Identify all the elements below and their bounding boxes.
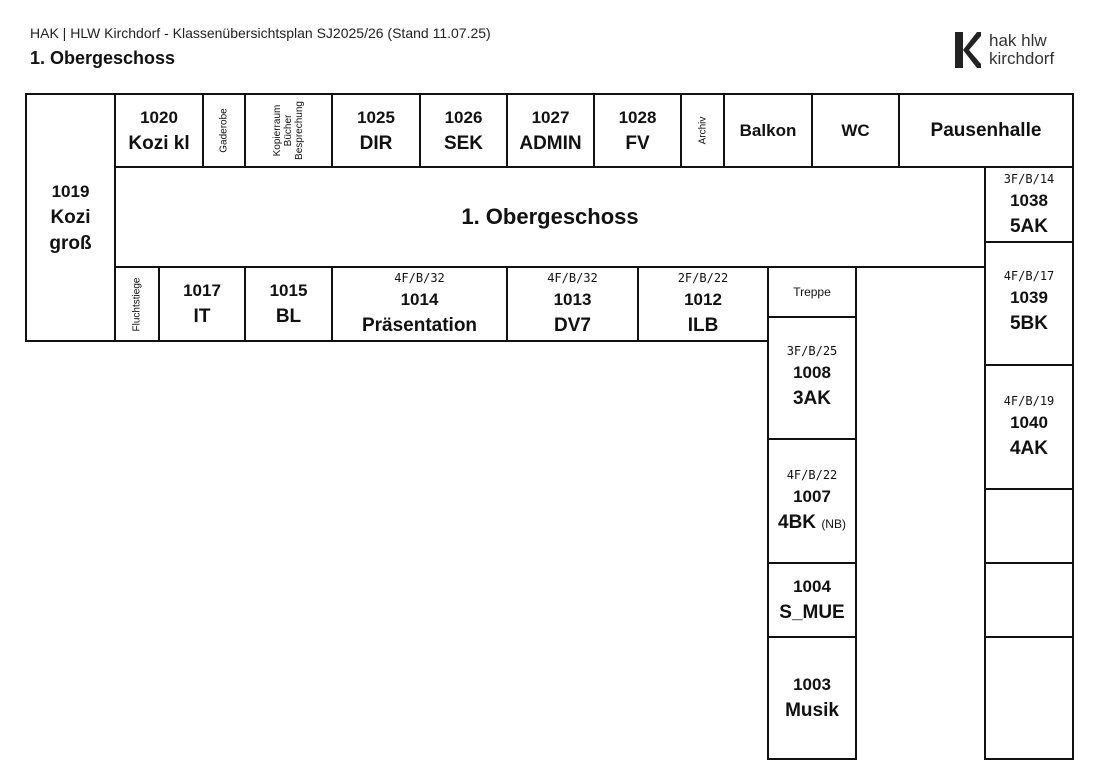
room-archiv: Archiv [680,93,725,168]
room-name: WC [841,120,870,140]
room-number: 1040 [1010,413,1048,432]
room-name-line3: Besprechung [294,101,305,160]
room-number: 1017 [183,281,221,300]
room-1019: 1019 Kozi groß [25,93,116,342]
room-name: Pausenhalle [930,119,1042,141]
room-1008: 3F/B/25 1008 3AK [767,316,857,440]
k-logo-icon [955,32,981,68]
room-name: 4BK [778,511,817,533]
corridor: 1. Obergeschoss [114,166,986,268]
room-note: (NB) [821,516,846,531]
room-1020: 1020 Kozi kl [114,93,204,168]
room-number: 1020 [140,107,178,127]
room-name: Archiv [696,116,708,145]
room-number: 1025 [357,107,395,127]
room-name: S_MUE [779,602,845,623]
room-1039: 4F/B/17 1039 5BK [984,241,1074,366]
room-empty [984,636,1074,760]
room-1038: 3F/B/14 1038 5AK [984,166,1074,243]
room-code: 4F/B/32 [547,271,598,285]
logo-text-line1: hak hlw [989,31,1047,50]
room-1014: 4F/B/32 1014 Präsentation [331,266,508,342]
room-name: IT [193,306,211,327]
room-number: 1014 [400,290,439,309]
room-name: 5BK [1009,313,1048,334]
room-name: Kozi kl [128,132,190,154]
room-name: Präsentation [361,315,478,336]
room-number: 1039 [1010,288,1048,307]
room-name: Fluchtstiege [131,277,143,331]
room-number: 1027 [531,107,570,127]
corridor-label: 1. Obergeschoss [461,204,639,229]
room-code: 4F/B/32 [394,271,445,285]
room-name: Balkon [739,120,797,140]
room-1007: 4F/B/22 1007 4BK (NB) [767,438,857,564]
room-number: 1013 [553,290,592,309]
room-pausenhalle: Pausenhalle [898,93,1074,168]
room-fluchtstiege: Fluchtstiege [114,266,160,342]
room-code: 4F/B/22 [786,467,838,482]
room-number: 1008 [793,363,831,382]
room-number: 1028 [618,107,657,127]
room-name-2: groß [49,232,92,254]
room-number: 1026 [444,107,483,127]
room-name: BL [275,306,302,327]
document-title: 1. Obergeschoss [30,48,176,68]
room-name-with-note: 4BK (NB) [778,510,846,537]
room-name-line2: Bücher [283,114,294,147]
room-1013: 4F/B/32 1013 DV7 [506,266,639,342]
room-1004: 1004 S_MUE [767,562,857,638]
room-1003: 1003 Musik [767,636,857,760]
room-name: DIR [359,132,393,154]
room-code: 3F/B/25 [786,344,838,358]
room-number: 1019 [51,181,90,201]
room-1017: 1017 IT [158,266,246,342]
room-name: Gaderobe [218,108,230,153]
room-number: 1015 [269,281,308,300]
room-name: Kozi [50,206,91,228]
room-1026: 1026 SEK [419,93,508,168]
room-gaderobe: Gaderobe [202,93,246,168]
room-treppe: Treppe [767,266,857,318]
room-number: 1038 [1010,190,1048,210]
room-wc: WC [811,93,900,168]
room-name: ILB [687,315,719,336]
room-name: 4AK [1009,438,1048,459]
room-number: 1012 [684,290,722,309]
room-name: Kopierraum Bücher Besprechung [272,101,305,160]
room-1015: 1015 BL [244,266,333,342]
logo-text-line2: kirchdorf [989,49,1055,68]
room-name: Treppe [793,285,831,299]
room-empty [984,488,1074,564]
room-empty [984,562,1074,638]
room-code: 4F/B/19 [1003,394,1055,408]
room-1025: 1025 DIR [331,93,421,168]
room-name-line1: Kopierraum [272,104,283,157]
room-name: Musik [785,700,839,721]
room-kopierraum: Kopierraum Bücher Besprechung [244,93,333,168]
room-1040: 4F/B/19 1040 4AK [984,364,1074,490]
room-code: 3F/B/14 [1003,171,1055,186]
school-logo: hak hlw kirchdorf [955,30,1075,72]
document-subtitle: HAK | HLW Kirchdorf - Klassenübersichtsp… [30,25,491,41]
room-name: DV7 [554,315,591,336]
room-name: ADMIN [519,132,582,154]
room-code: 4F/B/17 [1003,269,1055,283]
room-name: FV [625,132,650,154]
room-1027: 1027 ADMIN [506,93,595,168]
room-name: 3AK [792,388,831,409]
room-1012: 2F/B/22 1012 ILB [637,266,769,342]
room-name: SEK [443,132,484,154]
room-1028: 1028 FV [593,93,682,168]
room-name: 5AK [1009,215,1048,237]
room-code: 2F/B/22 [677,271,729,285]
room-number: 1007 [793,486,831,506]
room-number: 1004 [793,577,831,596]
room-balkon: Balkon [723,93,813,168]
room-number: 1003 [793,675,831,694]
